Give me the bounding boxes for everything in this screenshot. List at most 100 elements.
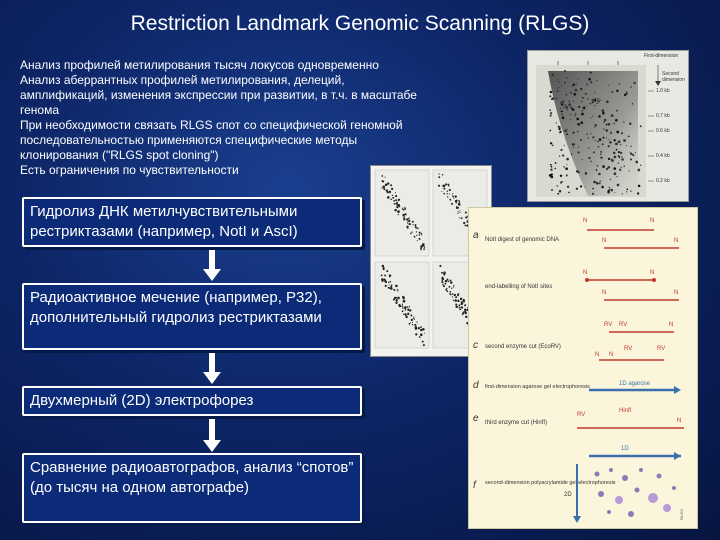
gel-spot bbox=[560, 84, 563, 87]
gel-spot bbox=[629, 122, 632, 125]
gel-spot bbox=[442, 285, 445, 288]
gel-spot bbox=[459, 297, 463, 301]
gel-spot bbox=[613, 139, 616, 142]
gel-spot bbox=[603, 118, 607, 122]
gel-spot bbox=[416, 321, 418, 323]
gel-spot bbox=[384, 176, 386, 178]
gel-spot bbox=[611, 90, 614, 93]
diagram-spot bbox=[663, 504, 671, 512]
gel-spot bbox=[565, 106, 569, 109]
second-dimension-label: Second dimension bbox=[662, 71, 685, 83]
gel-spot bbox=[386, 191, 389, 194]
gel-spot bbox=[442, 283, 444, 286]
svg-text:RLGS: RLGS bbox=[679, 509, 684, 520]
gel-spot bbox=[586, 133, 588, 135]
gel-spot bbox=[445, 183, 448, 186]
gel-spot bbox=[397, 203, 401, 207]
gel-spot bbox=[616, 130, 620, 134]
gel-spot bbox=[449, 293, 452, 296]
gel-spot bbox=[605, 123, 608, 126]
gel-spot bbox=[380, 274, 383, 277]
gel-spot bbox=[384, 280, 387, 283]
diagram-spot bbox=[628, 511, 634, 517]
gel-spot bbox=[591, 192, 595, 195]
gel-spot bbox=[392, 196, 395, 199]
gel-spot bbox=[416, 240, 418, 242]
gel-spot bbox=[410, 232, 412, 235]
gel-spot bbox=[420, 247, 422, 250]
gel-spot bbox=[439, 264, 442, 268]
intro-text: Анализ профилей метилирования тысяч локу… bbox=[20, 58, 510, 178]
gel-spot bbox=[572, 131, 575, 134]
gel-spot bbox=[615, 118, 618, 122]
gel-spot bbox=[393, 203, 396, 205]
gel-spot bbox=[404, 313, 407, 316]
gel-spot bbox=[610, 158, 613, 161]
gel-spot bbox=[587, 98, 589, 100]
gel-spot bbox=[590, 133, 592, 135]
gel-spot bbox=[384, 274, 387, 277]
gel-spot bbox=[615, 142, 618, 146]
gel-spot bbox=[446, 290, 449, 293]
gel-spot bbox=[563, 81, 566, 84]
row-letter: c bbox=[473, 340, 478, 351]
gel-spot bbox=[559, 174, 563, 178]
gel-spot bbox=[422, 344, 425, 347]
gel-spot bbox=[568, 100, 571, 103]
gel-spot bbox=[575, 83, 577, 86]
gel-spot bbox=[414, 226, 417, 229]
gel-spot bbox=[607, 189, 610, 193]
gel-spot bbox=[420, 249, 422, 251]
gel-spot bbox=[626, 188, 629, 191]
row-text: second enzyme cut (EcoRV) bbox=[485, 344, 561, 350]
gel-spot bbox=[609, 178, 612, 181]
gel-spot bbox=[395, 203, 397, 205]
gel-spot bbox=[592, 151, 595, 154]
gel-spot bbox=[458, 304, 461, 307]
gel-spot bbox=[549, 142, 553, 145]
gel-spot bbox=[565, 93, 568, 96]
gel-spot bbox=[588, 156, 591, 160]
down-arrow-icon bbox=[203, 250, 223, 282]
not-site-label: N bbox=[602, 290, 606, 296]
gel-spot bbox=[577, 78, 579, 80]
gel-spot bbox=[621, 158, 624, 161]
gel-spot bbox=[453, 294, 456, 297]
one-d-label: 1D bbox=[621, 446, 629, 452]
gel-spot bbox=[394, 208, 397, 212]
gel-spot bbox=[411, 231, 413, 233]
gel-spot bbox=[405, 218, 407, 220]
gel-spot bbox=[616, 183, 620, 187]
not-site-label: N bbox=[674, 238, 678, 244]
step-text: Сравнение радиоавтографов, анализ “спото… bbox=[30, 459, 354, 496]
gel-spot bbox=[597, 145, 600, 148]
diagram-spot bbox=[639, 468, 643, 472]
gel-spot bbox=[560, 148, 563, 152]
gel-spot bbox=[421, 340, 424, 343]
gel-spot bbox=[556, 88, 559, 90]
gel-spot bbox=[579, 138, 582, 142]
gel-spot bbox=[404, 213, 407, 216]
gel-spot bbox=[628, 170, 630, 172]
gel-spot bbox=[568, 103, 571, 107]
gel-spot bbox=[574, 113, 577, 115]
gel-spot bbox=[558, 81, 560, 83]
gel-spot bbox=[623, 93, 627, 97]
gel-panel bbox=[374, 169, 430, 257]
not-site-label: N bbox=[669, 322, 673, 328]
gel-spot bbox=[397, 210, 400, 213]
gel-spot bbox=[453, 284, 455, 287]
gel-spot bbox=[381, 278, 384, 281]
gel-spot bbox=[584, 172, 588, 175]
gel-spot bbox=[597, 140, 599, 143]
gel-spot bbox=[455, 296, 458, 299]
gel-spot bbox=[559, 107, 561, 109]
gel-spot bbox=[613, 122, 615, 125]
gel-spot bbox=[421, 234, 423, 236]
rv-site-label: RV bbox=[657, 346, 665, 352]
not-site-label: N bbox=[595, 352, 599, 358]
gel-spot bbox=[406, 225, 409, 228]
gel-spot bbox=[556, 185, 559, 187]
gel-spot bbox=[602, 165, 605, 168]
gel-spot bbox=[462, 300, 465, 303]
